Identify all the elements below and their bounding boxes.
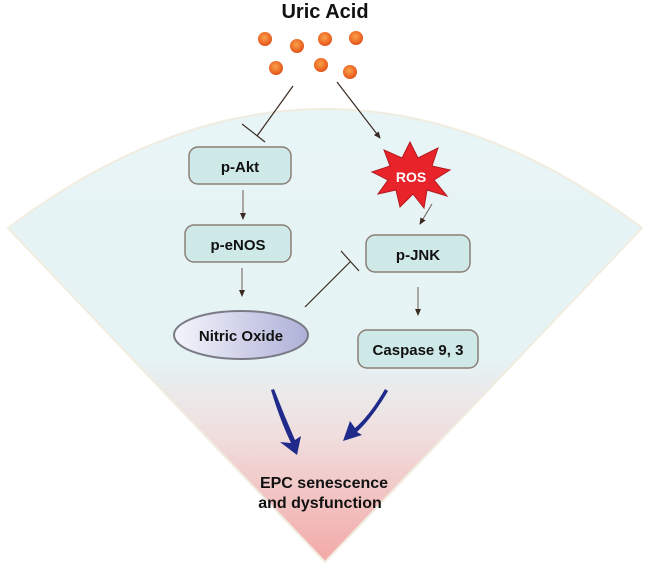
nitric-oxide-node [173,310,309,360]
p-enos-label: p-eNOS [210,237,265,254]
uric-acid-title: Uric Acid [281,1,368,23]
ros-burst-icon [370,140,452,210]
molecule [343,65,357,79]
outcome-line-2: and dysfunction [258,495,382,512]
molecule [269,61,283,75]
cell-sector [6,108,644,564]
p-jnk-box [365,234,471,273]
uric-acid-molecules [258,31,363,79]
molecule [314,58,328,72]
molecule [349,31,363,45]
ros-label: ROS [396,169,426,185]
arrow-uric-to-ros [336,81,381,139]
p-jnk-label: p-JNK [396,247,440,264]
p-akt-label: p-Akt [221,159,259,176]
inhibition-no-to-pjnk [304,250,360,308]
inhibition-uric-to-pakt [241,85,294,143]
ros-node: ROS [370,140,452,210]
arrow-ros-to-pjnk [419,203,433,225]
outcome-line-1: EPC senescence [260,475,388,492]
nitric-oxide-label: Nitric Oxide [199,328,283,345]
caspase-label: Caspase 9, 3 [373,342,464,359]
big-arrow-left [271,389,301,455]
caspase-box [357,329,479,369]
p-enos-box [184,224,292,263]
molecule [290,39,304,53]
molecule [318,32,332,46]
p-akt-box [188,146,292,185]
molecule [258,32,272,46]
big-arrow-right [343,389,388,441]
